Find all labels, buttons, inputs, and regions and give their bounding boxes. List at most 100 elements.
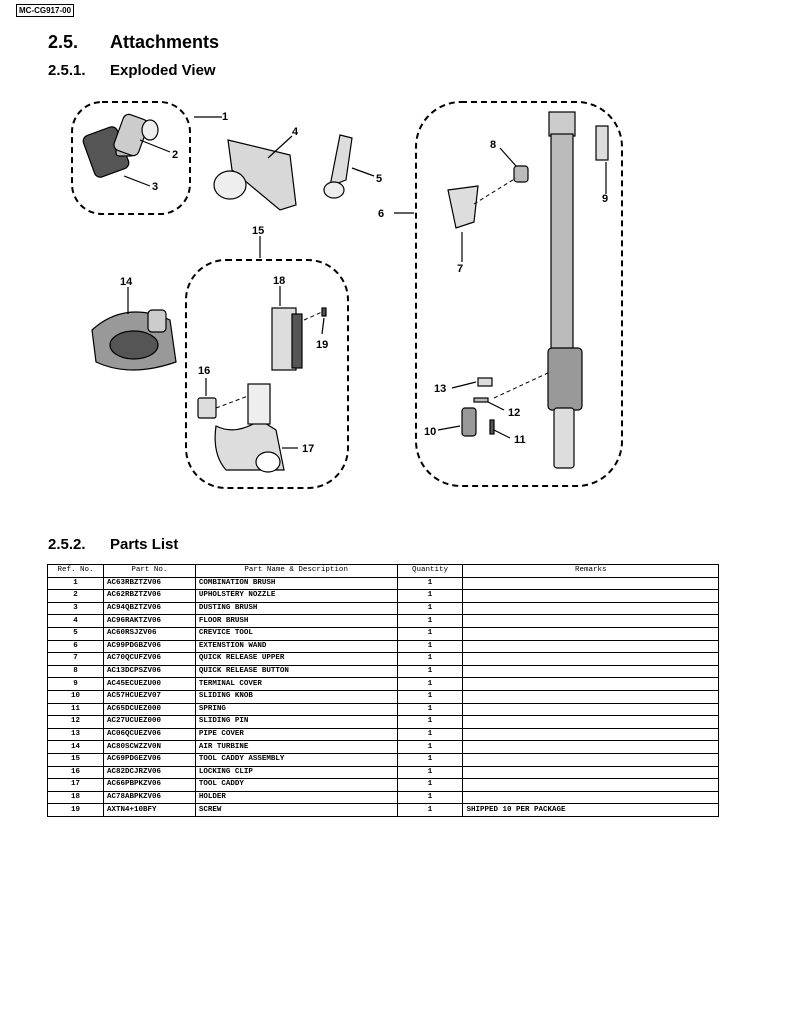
remarks-cell bbox=[462, 740, 719, 754]
remarks-cell bbox=[462, 765, 719, 780]
subsection-title: Parts List bbox=[110, 536, 179, 553]
remarks-cell bbox=[462, 664, 719, 679]
remarks-cell bbox=[462, 702, 719, 717]
remarks-cell: SHIPPED 10 PER PACKAGE bbox=[462, 803, 719, 817]
ref-no-cell: 2 bbox=[47, 589, 104, 603]
quantity-cell: 1 bbox=[396, 803, 464, 817]
group-outline-1 bbox=[71, 101, 191, 215]
extension-wand-part bbox=[547, 111, 583, 469]
description-cell: SCREW bbox=[194, 803, 398, 817]
description-cell: SLIDING KNOB bbox=[194, 689, 398, 704]
remarks-cell bbox=[462, 715, 719, 729]
remarks-cell bbox=[462, 639, 719, 654]
ref-no-cell: 15 bbox=[47, 752, 104, 767]
remarks-cell bbox=[462, 677, 719, 691]
terminal-cover-part bbox=[595, 125, 609, 161]
group-outline-15 bbox=[185, 259, 349, 489]
quantity-cell: 1 bbox=[396, 639, 464, 654]
part-no-cell: AC66PBPKZV06 bbox=[102, 778, 196, 792]
remarks-cell bbox=[462, 589, 719, 603]
callout-10: 10 bbox=[424, 426, 436, 438]
part-no-cell: AC62RBZTZV06 bbox=[102, 589, 196, 603]
part-no-cell: AC63RBZTZV06 bbox=[102, 576, 196, 591]
quantity-cell: 1 bbox=[396, 778, 464, 792]
part-no-cell: AC06QCUEZV06 bbox=[102, 727, 196, 742]
description-cell: TERMINAL COVER bbox=[194, 677, 398, 691]
quantity-cell: 1 bbox=[396, 752, 464, 767]
exploded-view-diagram: 1 2 3 4 5 6 7 8 9 10 11 12 13 14 15 16 1… bbox=[71, 101, 623, 489]
part-no-cell: AC82DCJRZV06 bbox=[102, 765, 196, 780]
callout-5: 5 bbox=[376, 173, 382, 185]
description-cell: AIR TURBINE bbox=[194, 740, 398, 754]
description-cell: PIPE COVER bbox=[194, 727, 398, 742]
subsection-number: 2.5.1. bbox=[48, 62, 86, 79]
part-no-cell: AC13DCPSZV06 bbox=[102, 664, 196, 679]
ref-no-cell: 9 bbox=[47, 677, 104, 691]
part-no-cell: AC60RSJZV06 bbox=[102, 626, 196, 641]
ref-no-cell: 12 bbox=[47, 715, 104, 729]
table-header-row: Ref. No. Part No. Part Name & Descriptio… bbox=[47, 564, 719, 578]
column-header-remarks: Remarks bbox=[462, 564, 719, 578]
quick-release-button-part bbox=[513, 165, 529, 183]
floor-brush-part bbox=[213, 139, 297, 211]
callout-14: 14 bbox=[120, 276, 133, 288]
document-code: MC-CG917-00 bbox=[16, 4, 75, 17]
crevice-tool-part bbox=[323, 134, 353, 199]
callout-11: 11 bbox=[514, 434, 526, 446]
part-no-cell: AC69PDGEZV06 bbox=[102, 752, 196, 767]
ref-no-cell: 8 bbox=[47, 664, 104, 679]
ref-no-cell: 16 bbox=[47, 765, 104, 780]
part-no-cell: AC96RAKTZV06 bbox=[102, 614, 196, 628]
group-outline-6 bbox=[415, 101, 623, 487]
tool-caddy-part bbox=[214, 383, 285, 473]
callout-1: 1 bbox=[222, 111, 228, 123]
description-cell: FLOOR BRUSH bbox=[194, 614, 398, 628]
quantity-cell: 1 bbox=[396, 715, 464, 729]
description-cell: QUICK RELEASE BUTTON bbox=[194, 664, 398, 679]
description-cell: LOCKING CLIP bbox=[194, 765, 398, 780]
part-no-cell: AC99PDGBZV06 bbox=[102, 639, 196, 654]
sliding-pin-part bbox=[473, 397, 489, 403]
remarks-cell bbox=[462, 689, 719, 704]
description-cell: TOOL CADDY ASSEMBLY bbox=[194, 752, 398, 767]
quantity-cell: 1 bbox=[396, 689, 464, 704]
callout-6: 6 bbox=[378, 208, 384, 220]
remarks-cell bbox=[462, 652, 719, 666]
upholstery-nozzle-part bbox=[113, 113, 159, 157]
part-no-cell: AC94QBZTZV06 bbox=[102, 601, 196, 616]
quantity-cell: 1 bbox=[396, 576, 464, 591]
air-turbine-part bbox=[91, 309, 177, 371]
callout-7: 7 bbox=[457, 263, 463, 275]
locking-clip-part bbox=[197, 397, 217, 419]
description-cell: COMBINATION BRUSH bbox=[194, 576, 398, 591]
section-number: 2.5. bbox=[48, 32, 79, 52]
callout-8: 8 bbox=[490, 139, 496, 151]
quantity-cell: 1 bbox=[396, 601, 464, 616]
column-header-ref-no: Ref. No. bbox=[47, 564, 104, 578]
quantity-cell: 1 bbox=[396, 765, 464, 780]
ref-no-cell: 18 bbox=[47, 790, 104, 805]
ref-no-cell: 7 bbox=[47, 652, 104, 666]
part-no-cell: AXTN4+10BFY bbox=[102, 803, 196, 817]
part-no-cell: AC57HCUEZV07 bbox=[102, 689, 196, 704]
callout-12: 12 bbox=[508, 407, 520, 419]
holder-part bbox=[271, 307, 303, 371]
description-cell: CREVICE TOOL bbox=[194, 626, 398, 641]
callout-18: 18 bbox=[273, 275, 285, 287]
callout-17: 17 bbox=[302, 443, 314, 455]
quantity-cell: 1 bbox=[396, 652, 464, 666]
ref-no-cell: 6 bbox=[47, 639, 104, 654]
callout-3: 3 bbox=[152, 181, 158, 193]
remarks-cell bbox=[462, 752, 719, 767]
ref-no-cell: 13 bbox=[47, 727, 104, 742]
quantity-cell: 1 bbox=[396, 664, 464, 679]
